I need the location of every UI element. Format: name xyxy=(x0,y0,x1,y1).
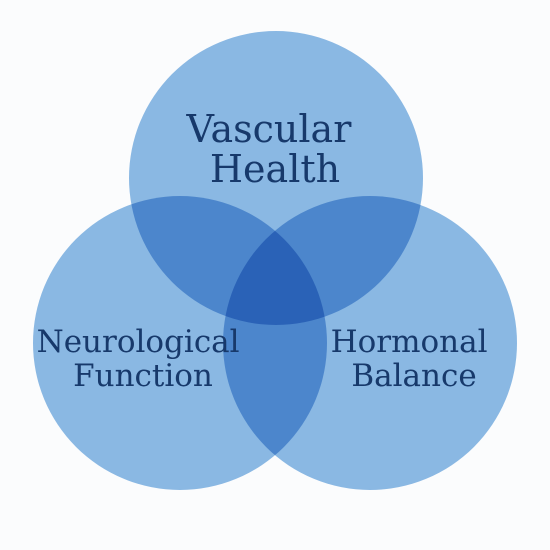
label-neurological-line-2: Function xyxy=(73,358,213,394)
circle-hormonal-balance xyxy=(223,196,517,490)
label-vascular-health: Vascular Health xyxy=(186,107,364,191)
labels: Vascular Health Neurological Function Ho… xyxy=(37,107,498,394)
label-neurological-function: Neurological Function xyxy=(37,324,250,394)
label-neurological-line-1: Neurological xyxy=(37,324,240,360)
circles xyxy=(33,31,517,490)
label-hormonal-line-1: Hormonal xyxy=(331,324,488,360)
label-hormonal-line-2: Balance xyxy=(351,358,476,394)
label-hormonal-balance: Hormonal Balance xyxy=(331,324,498,394)
label-vascular-line-1: Vascular xyxy=(186,107,353,151)
label-vascular-line-2: Health xyxy=(210,147,340,191)
